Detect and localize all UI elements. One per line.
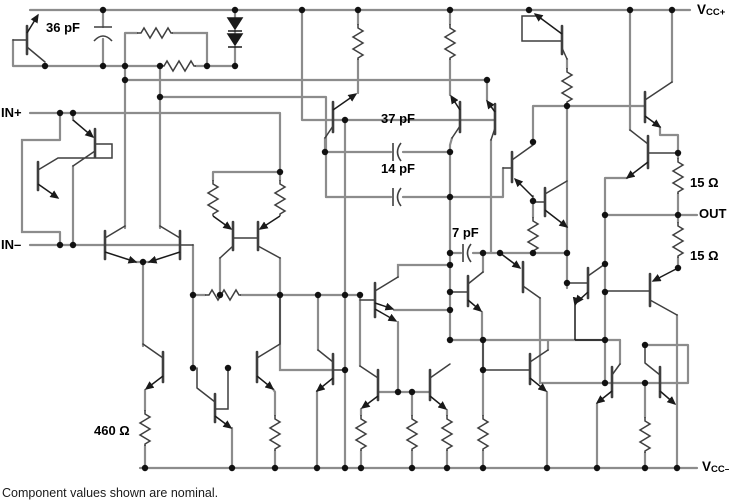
diode-pair (226, 17, 244, 48)
res-15ohm-bottom-label: 15 Ω (690, 248, 719, 263)
transistor-bars (25, 24, 662, 424)
nominal-values-note: Component values shown are nominal. (2, 486, 219, 500)
in-minus-port-label: IN– (1, 237, 22, 252)
out-port-label: OUT (699, 206, 727, 221)
capacitor-36pf (93, 26, 113, 42)
emitter-arrows (26, 13, 679, 429)
capacitor-7pf (462, 243, 472, 263)
resistor-15ohm-top (671, 158, 685, 194)
resistor-15ohm-bottom (671, 222, 685, 258)
transistor-lines (12, 15, 679, 410)
capacitors (93, 26, 472, 263)
capacitor-37pf (392, 142, 402, 162)
cap-14pf-label: 14 pF (381, 161, 415, 176)
cap-36pf-label: 36 pF (46, 20, 80, 35)
cap-7pf-label: 7 pF (452, 225, 479, 240)
resistor-460ohm (138, 410, 152, 446)
capacitor-14pf (392, 187, 402, 207)
wires (11, 8, 699, 470)
res-15ohm-top-label: 15 Ω (690, 175, 719, 190)
junction-dots (41, 6, 682, 472)
in-plus-port-label: IN+ (1, 105, 22, 120)
resistors (137, 24, 685, 453)
res-460ohm-label: 460 Ω (94, 423, 130, 438)
cap-37pf-label: 37 pF (381, 111, 415, 126)
